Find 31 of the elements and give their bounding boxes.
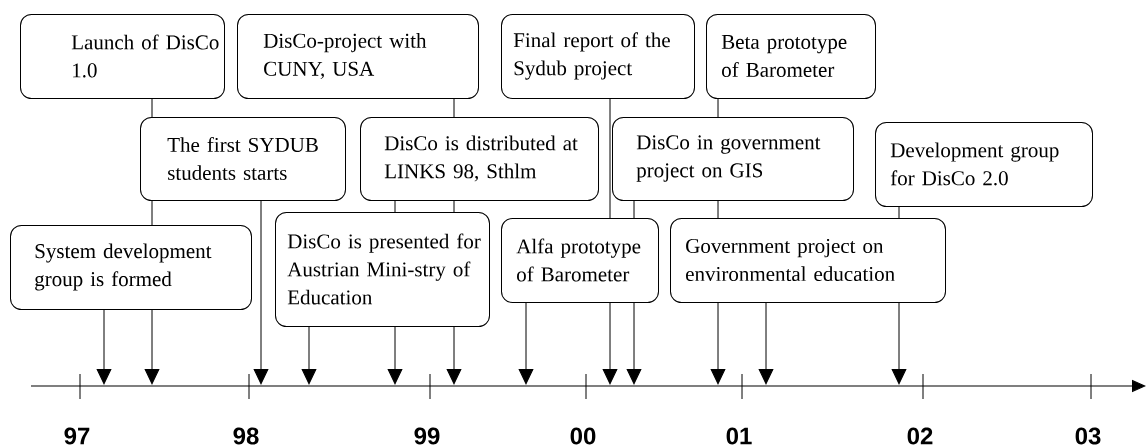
year-label: 99 <box>414 427 440 445</box>
event-box: DisCo in government project on GIS <box>612 117 854 201</box>
arrow <box>301 326 317 385</box>
arrow <box>518 302 534 385</box>
arrow <box>96 309 112 385</box>
event-box: Beta prototype of Barometer <box>706 14 876 99</box>
event-box: Launch of DisCo 1.0 <box>20 14 225 99</box>
arrow <box>387 200 403 385</box>
event-box: Alfa prototype of Barometer <box>501 218 659 303</box>
arrow <box>253 200 269 385</box>
year-label: 03 <box>1075 427 1101 445</box>
arrow <box>446 98 462 385</box>
arrow <box>626 200 642 385</box>
event-box: DisCo is distributed at LINKS 98, Sthlm <box>360 117 599 201</box>
year-label: 97 <box>64 427 90 445</box>
arrow <box>144 98 160 385</box>
arrow <box>891 206 907 385</box>
event-box: The first SYDUB students starts <box>140 117 346 201</box>
event-box: System development group is formed <box>10 225 252 310</box>
event-box: DisCo is presented for Austrian Mini-stry of Education <box>275 212 490 327</box>
arrow <box>758 302 774 385</box>
event-box: DisCo-project with CUNY, USA <box>237 14 479 99</box>
year-label: 01 <box>726 427 752 445</box>
event-box: Government project on environmental education <box>670 218 946 303</box>
arrow <box>602 98 618 385</box>
arrow <box>710 98 726 385</box>
year-label: 00 <box>570 427 596 445</box>
year-label: 02 <box>907 427 933 445</box>
event-box: Final report of the Sydub project <box>501 14 695 99</box>
year-label: 98 <box>233 427 259 445</box>
event-box: Development group for DisCo 2.0 <box>875 122 1093 207</box>
